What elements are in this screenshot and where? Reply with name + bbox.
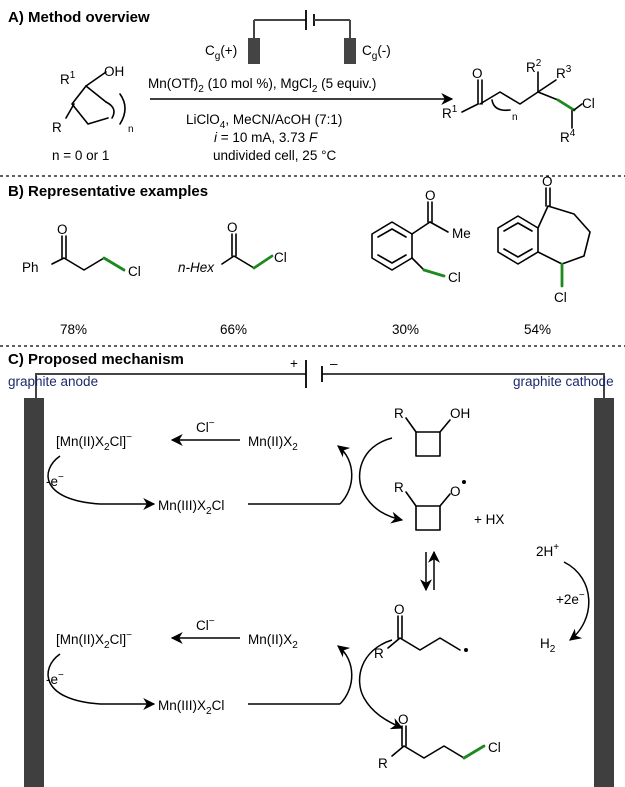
anode-electrode-label: Cg(+) [205,43,237,62]
cycle1-mn-complex: [Mn(II)X2Cl]− [56,432,132,453]
example-2-cl: Cl [274,250,287,265]
cyclobutanol-structure [405,417,451,457]
example-3-o: O [425,188,436,203]
product-cl-link [573,103,583,111]
cycle1-oxidation-curve [47,455,101,505]
reactant-n-label: n [128,124,134,135]
cycle1-mn3: Mn(III)X2Cl [158,498,224,517]
cathode-label: graphite cathode [513,374,614,389]
example-3-new-bond [422,268,446,278]
final-product-cl: Cl [488,740,501,755]
cycle1-chloride: Cl− [196,418,215,435]
reactant-r1-label: R1 [60,70,76,87]
product-structure [461,71,573,129]
example-3-yield: 30% [392,322,419,337]
plus-2e-label: +2e− [556,590,585,607]
cycle2-mn-complex: [Mn(II)X2Cl]− [56,630,132,651]
conditions-line-4: undivided cell, 25 °C [213,148,336,163]
final-product-r: R [378,756,388,771]
example-3-me: Me [452,226,471,241]
product-r3-label: R3 [556,64,572,81]
proton-reduction-arrow [563,561,590,641]
battery-plus: + [290,356,298,371]
example-1-new-bond [102,256,126,272]
carbon-radical-structure [387,615,468,652]
final-product-new-bond [462,744,486,760]
cell-wiring [35,360,605,398]
cycle2-oxidation-curve [47,653,101,705]
conditions-line-1: Mn(OTf)2 (10 mol %), MgCl2 (5 equiv.) [148,76,376,95]
carbon-radical-o: O [394,602,405,617]
section-a-heading: A) Method overview [8,9,150,26]
reactant-r-label: R [52,120,62,135]
example-1-structure [51,235,105,271]
cycle1-mn2-return [337,445,353,505]
final-product-structure [391,725,465,759]
alkoxy-radical-r: R [394,480,404,495]
example-1-ph: Ph [22,260,39,275]
example-2-structure [221,233,255,269]
product-r1-label: R1 [442,104,458,121]
cycle2-chloride: Cl− [196,616,215,633]
carbon-radical-r: R [374,646,384,661]
alkoxy-radical-structure [405,480,466,531]
cathode-electrode-label: Cg(-) [362,43,391,62]
product-o-label: O [472,66,483,81]
battery-minus: – [330,356,338,371]
h2-label: H2 [540,636,556,655]
example-1-cl: Cl [128,264,141,279]
reactant-n-note: n = 0 or 1 [52,148,109,163]
conditions-line-3: i = 10 mA, 3.73 F [214,130,318,145]
section-b-heading: B) Representative examples [8,183,208,200]
section-c-heading: C) Proposed mechanism [8,351,184,368]
product-n-label: n [512,112,518,123]
cycle2-minus-e: -e− [46,670,64,687]
example-3-cl: Cl [448,270,461,285]
cyclobutanol-oh: OH [450,406,470,421]
alkoxy-radical-o: O [450,484,461,499]
example-4-yield: 54% [524,322,551,337]
hx-byproduct: + HX [474,512,504,527]
example-1-o: O [57,222,68,237]
example-4-o: O [542,174,553,189]
product-cl-label: Cl [582,96,595,111]
protons-label: 2H+ [536,542,559,559]
cycle1-minus-e: -e− [46,472,64,489]
equilibrium-arrows [420,550,440,592]
anode-label: graphite anode [8,374,98,389]
example-2-hex: n-Hex [178,260,215,275]
cyclobutanol-r: R [394,406,404,421]
product-r4-label: R4 [560,128,576,145]
example-2-yield: 66% [220,322,247,337]
conditions-line-2: LiClO4, MeCN/AcOH (7:1) [186,112,342,131]
cycle2-mn2-return [337,645,353,705]
final-product-o: O [398,712,409,727]
example-1-yield: 78% [60,322,87,337]
cycle1-substrate-arrow [358,437,404,524]
example-2-new-bond [252,254,274,270]
example-4-structure [497,187,591,265]
example-3-structure [371,201,449,271]
cycle2-mn2: Mn(II)X2 [248,632,298,651]
reactant-structure [65,71,126,125]
cycle2-mn3: Mn(III)X2Cl [158,698,224,717]
graphite-cathode-electrode [594,398,614,787]
cycle2-substrate-arrow [358,639,404,730]
graphite-anode-electrode [24,398,44,787]
example-4-cl: Cl [554,290,567,305]
cycle1-mn2: Mn(II)X2 [248,434,298,453]
reactant-oh-label: OH [104,64,124,79]
product-new-c-cl-bond [556,98,576,112]
battery-symbol [248,10,356,64]
example-2-o: O [227,220,238,235]
product-r2-label: R2 [526,58,542,75]
